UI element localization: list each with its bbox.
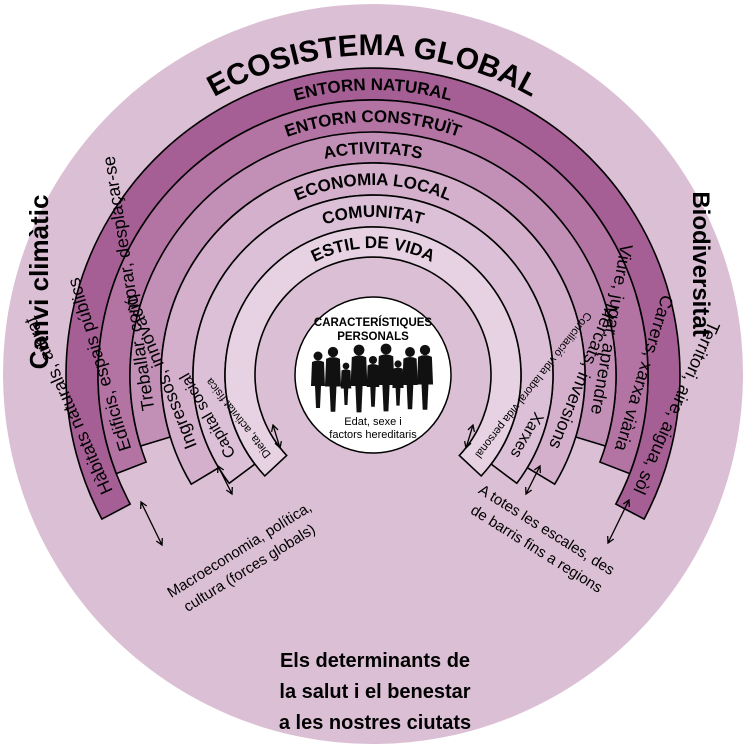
person-figure (324, 346, 342, 412)
biodiversity-label: Biodiversitat (687, 191, 714, 336)
person-figure (366, 355, 380, 407)
diagram-caption: Els determinants de la salut i el benest… (250, 646, 500, 739)
center-subtitle-line1: Edat, sexe i (344, 416, 401, 428)
center-title-line2: PERSONALS (337, 331, 409, 343)
person-figure (377, 343, 395, 412)
double-arrow-icon (525, 465, 541, 495)
person-figure (416, 344, 434, 410)
double-arrow-icon (272, 424, 281, 449)
band-6 (224, 226, 522, 478)
center-subtitle-line2: factors hereditaris (329, 429, 417, 441)
climate-change-label: Canvi climàtic (24, 195, 54, 370)
double-arrow-icon (217, 465, 233, 495)
center-title-line1: CARACTERÍSTIQUES (314, 316, 433, 329)
person-figure (402, 347, 418, 410)
double-arrow-icon (465, 424, 474, 449)
person-figure (350, 344, 368, 413)
person-figure (311, 351, 325, 408)
determinant-bands (65, 67, 681, 521)
caption-line-1: Els determinants de (279, 650, 471, 672)
person-figure (340, 362, 352, 405)
double-arrow-icon (607, 499, 630, 544)
people-group-icon (311, 343, 434, 413)
person-figure (392, 360, 404, 406)
double-arrow-icon (140, 501, 163, 546)
caption-line-2: la salut i el benestar (279, 681, 471, 703)
scale-arrows (140, 423, 630, 547)
caption-line-3: a les nostres ciutats (278, 712, 472, 734)
